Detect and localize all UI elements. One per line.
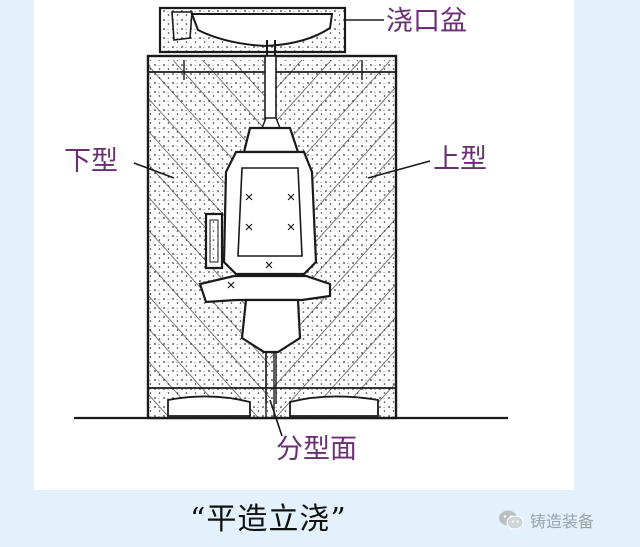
wechat-icon	[499, 510, 524, 530]
diagram-caption: “平造立浇”	[190, 502, 347, 537]
sprue	[260, 55, 282, 129]
label-lower-mold: 下型	[64, 146, 118, 177]
label-upper-mold: 上型	[433, 144, 487, 175]
leader-lower-mold	[133, 162, 175, 179]
label-parting-surface: 分型面	[276, 434, 357, 465]
vent-marks	[227, 193, 295, 289]
watermark: 铸造装备	[498, 508, 594, 532]
leader-upper-mold	[367, 160, 431, 179]
casting-cavity	[198, 126, 332, 404]
pouring-basin	[158, 6, 347, 56]
leader-parting-surface	[269, 399, 283, 437]
leader-lines	[133, 19, 431, 437]
label-pouring-basin: 浇口盆	[386, 6, 467, 37]
watermark-text: 铸造装备	[530, 512, 595, 531]
base-cavities	[167, 395, 379, 417]
